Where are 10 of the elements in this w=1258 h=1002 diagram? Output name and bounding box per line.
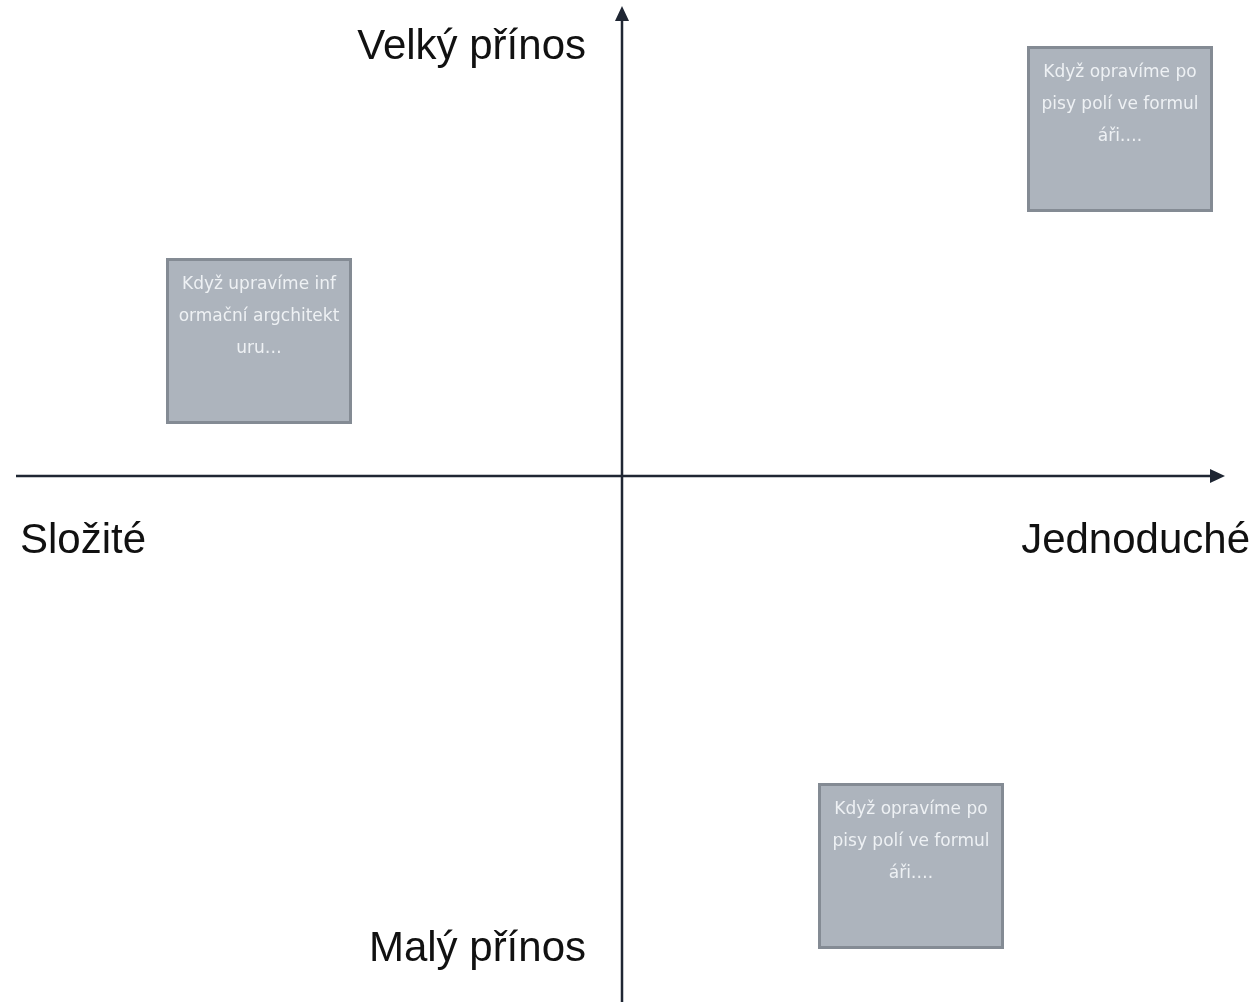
axis-label: Velký přínos bbox=[357, 20, 586, 70]
note-card bbox=[1027, 46, 1213, 212]
note-text: Když opravíme popisy polí ve formuláři…. bbox=[1040, 60, 1200, 147]
note-card bbox=[166, 258, 352, 424]
axis-label: Jednoduché bbox=[1021, 514, 1250, 564]
note-text: Když opravíme popisy polí ve formuláři…. bbox=[831, 797, 991, 884]
axis-label: Složité bbox=[20, 514, 147, 564]
note-card bbox=[818, 783, 1004, 949]
axis-label: Malý přínos bbox=[368, 922, 586, 972]
note-text: Když upravíme informační argchitekturu… bbox=[177, 272, 341, 359]
